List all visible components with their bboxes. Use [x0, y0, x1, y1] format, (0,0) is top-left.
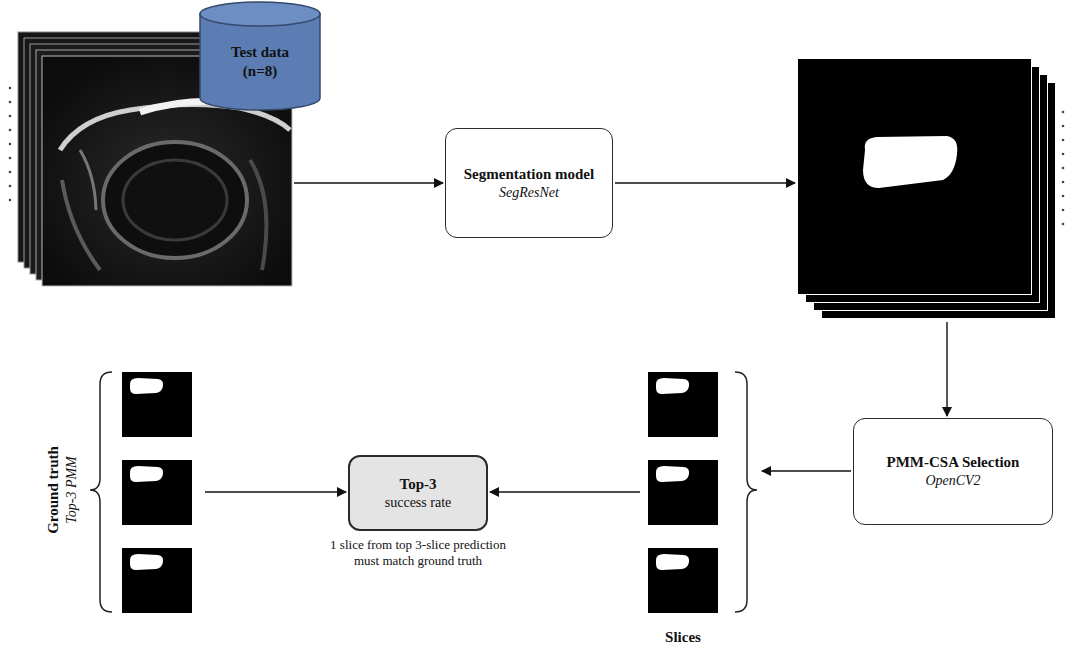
process-box: PMM-CSA SelectionOpenCV2 — [853, 418, 1053, 525]
node-text: PMM-CSA Selection — [887, 453, 1020, 472]
metric-box: Top-3success rate — [348, 455, 488, 531]
ellipsis-dots — [1062, 111, 1065, 226]
axis-label: Ground truth — [44, 446, 63, 534]
database-cylinder: Test data(n=8) — [198, 0, 322, 112]
ellipsis-dots — [9, 87, 12, 202]
node-text: Test data — [231, 43, 289, 62]
predicted-slices — [648, 372, 718, 613]
mri-slice-stack — [18, 32, 292, 286]
node-text: OpenCV2 — [925, 472, 980, 490]
axis-label: Top-3 PMM — [63, 456, 81, 524]
vertical-label-group: Ground truthTop-3 PMM — [40, 380, 84, 600]
mask-stack — [797, 58, 1056, 319]
node-text: Segmentation model — [464, 165, 594, 184]
node-text: Top-3 — [400, 475, 437, 494]
ground-truth-slices — [122, 372, 192, 613]
node-text: SegResNet — [499, 184, 559, 202]
brace — [735, 372, 757, 612]
note-text: 1 slice from top 3-slice prediction must… — [318, 537, 518, 570]
brace — [90, 372, 112, 612]
node-text: (n=8) — [243, 62, 277, 81]
node-text: success rate — [385, 494, 451, 512]
process-box: Segmentation modelSegResNet — [445, 128, 613, 238]
caption-label: Slices — [633, 628, 733, 647]
